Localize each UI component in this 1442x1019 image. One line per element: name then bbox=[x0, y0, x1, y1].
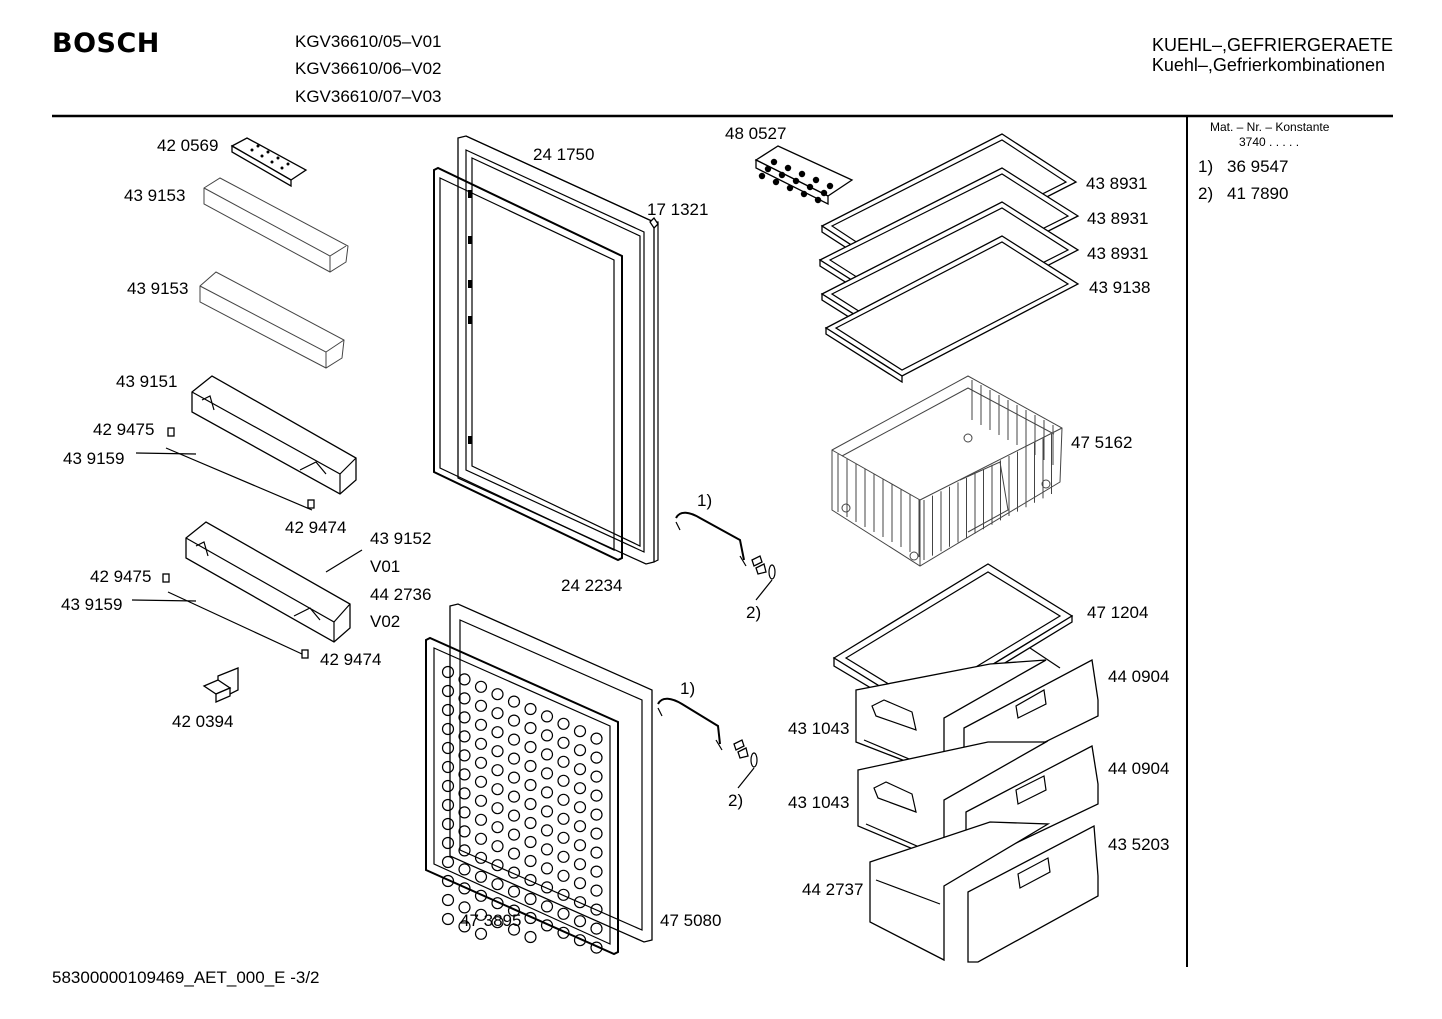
part-label: 42 9474 bbox=[320, 650, 382, 669]
part-label: 44 2737 bbox=[802, 880, 864, 899]
freezer-door-dimple-pattern bbox=[441, 665, 603, 954]
part-label: 47 1204 bbox=[1087, 603, 1149, 622]
part-label: 43 1043 bbox=[788, 719, 850, 738]
part-label: 43 9152 bbox=[370, 529, 432, 548]
part-label: 43 8931 bbox=[1087, 244, 1149, 263]
part-label: 43 9159 bbox=[63, 449, 125, 468]
model-number-1: KGV36610/05–V01 bbox=[295, 32, 442, 51]
note-ref-label: 2) bbox=[746, 603, 762, 622]
door-handle-part-lower bbox=[657, 697, 758, 789]
door-shelf-small-part-2 bbox=[199, 271, 345, 369]
part-label: 43 9153 bbox=[127, 279, 189, 298]
part-label: 24 2234 bbox=[561, 576, 623, 595]
ice-tray-part bbox=[754, 145, 854, 206]
side-entry-value-2: 41 7890 bbox=[1227, 184, 1289, 203]
part-label: 43 9138 bbox=[1089, 278, 1151, 297]
door-handle-part-upper bbox=[675, 511, 776, 601]
egg-tray-part bbox=[230, 137, 308, 188]
part-label: 43 9153 bbox=[124, 186, 186, 205]
note-ref-label: 1) bbox=[680, 679, 696, 698]
variant-label: V02 bbox=[370, 612, 401, 631]
part-label: 47 5162 bbox=[1071, 433, 1133, 452]
transparent-bin-part bbox=[831, 375, 1063, 567]
document-id: 58300000109469_AET_000_E -3/2 bbox=[52, 968, 320, 987]
part-label: 42 0569 bbox=[157, 136, 219, 155]
variant-label: V01 bbox=[370, 557, 401, 576]
part-label: 47 5080 bbox=[660, 911, 722, 930]
part-label: 43 9151 bbox=[116, 372, 178, 391]
door-shelf-small-part-1 bbox=[203, 177, 349, 273]
freezer-door-gasket-part bbox=[425, 636, 619, 956]
model-number-2: KGV36610/06–V02 bbox=[295, 59, 442, 78]
part-label: 44 2736 bbox=[370, 585, 432, 604]
part-label: 24 1750 bbox=[533, 145, 595, 164]
part-label: 43 8931 bbox=[1086, 174, 1148, 193]
door-shelf-large-part-2 bbox=[185, 521, 351, 643]
model-number-3: KGV36610/07–V03 bbox=[295, 87, 442, 106]
side-entry-key-1: 1) bbox=[1198, 157, 1214, 176]
side-entry-value-1: 36 9547 bbox=[1227, 157, 1289, 176]
part-label: 48 0527 bbox=[725, 124, 787, 143]
part-label: 42 9474 bbox=[285, 518, 347, 537]
side-panel-constant: 3740 . . . . . bbox=[1239, 135, 1300, 149]
door-shelf-large-part-1 bbox=[191, 375, 357, 495]
part-label: 43 5203 bbox=[1108, 835, 1170, 854]
brand-logo: BOSCH bbox=[52, 28, 160, 59]
category-subtitle: Kuehl–,Gefrierkombinationen bbox=[1151, 55, 1385, 75]
note-ref-label: 2) bbox=[728, 791, 744, 810]
part-label: 42 9475 bbox=[93, 420, 155, 439]
freezer-door-part bbox=[449, 603, 653, 943]
part-label: 43 9159 bbox=[61, 595, 123, 614]
glass-shelves-part bbox=[818, 133, 1080, 384]
drawer-part-3 bbox=[869, 821, 1099, 963]
clip-part bbox=[202, 667, 239, 703]
part-label: 42 9475 bbox=[90, 567, 152, 586]
part-label: 43 1043 bbox=[788, 793, 850, 812]
part-label: 17 1321 bbox=[647, 200, 709, 219]
fridge-door-part bbox=[457, 135, 659, 565]
note-ref-label: 1) bbox=[697, 491, 713, 510]
fridge-door-gasket-part bbox=[433, 166, 623, 562]
part-label: 44 0904 bbox=[1108, 759, 1170, 778]
part-label: 43 8931 bbox=[1087, 209, 1149, 228]
side-panel-title: Mat. – Nr. – Konstante bbox=[1210, 120, 1330, 134]
part-label: 42 0394 bbox=[172, 712, 234, 731]
side-entry-key-2: 2) bbox=[1198, 184, 1214, 203]
part-label: 44 0904 bbox=[1108, 667, 1170, 686]
category-title: KUEHL–,GEFRIERGERAETE bbox=[1151, 35, 1393, 55]
part-label: 47 3895 bbox=[460, 911, 522, 930]
